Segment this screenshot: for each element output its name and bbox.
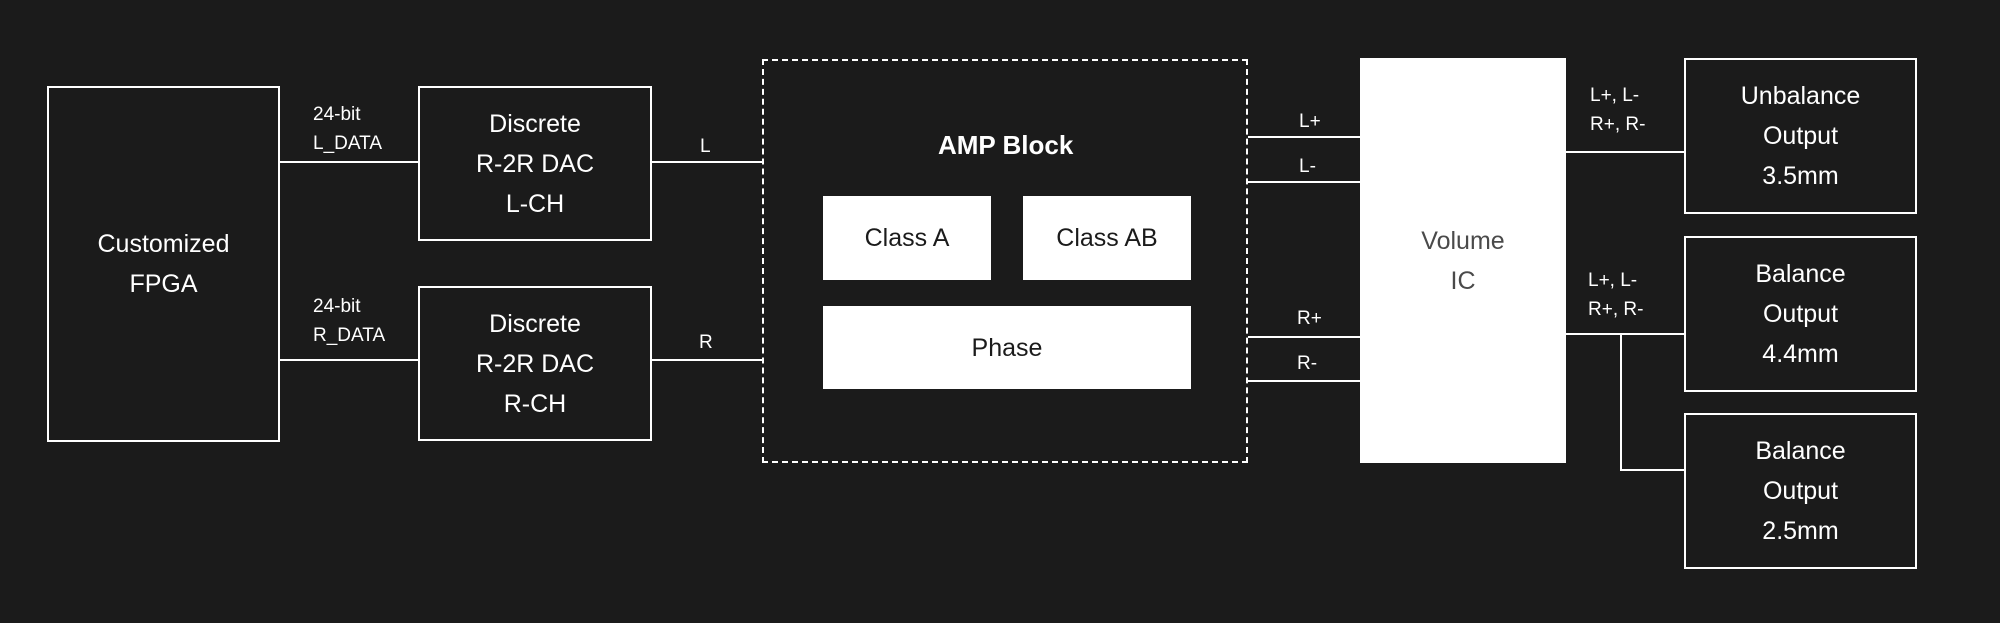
amp-output-l-plus-label: L+: [1299, 111, 1321, 132]
output-unbalance-line3: 3.5mm: [1762, 162, 1839, 190]
volume-ic-line2: IC: [1450, 266, 1476, 295]
bus-left-width: 24-bit: [313, 104, 361, 125]
dac-right-line2: R-2R DAC: [475, 349, 595, 378]
output-balance-25-line1: Balance: [1755, 437, 1846, 465]
dac-right-line1: Discrete: [489, 309, 581, 338]
amp-input-right-label: R: [699, 332, 713, 353]
output-balance-25-line3: 2.5mm: [1762, 517, 1839, 545]
amp-block-title: AMP Block: [938, 130, 1074, 160]
output-unbalance-line1: Unbalance: [1740, 82, 1861, 110]
bus-right-name: R_DATA: [313, 325, 386, 346]
amp-input-left-label: L: [700, 136, 711, 157]
dac-left-line2: R-2R DAC: [475, 149, 595, 178]
amp-block: [762, 59, 1248, 463]
output-unbalance-line2: Output: [1762, 122, 1839, 150]
wire-balance-branch-25: [1620, 334, 1684, 471]
signals-balance-label: L+, L- R+, R-: [1588, 266, 1643, 324]
amp-output-l-minus-label: L-: [1299, 156, 1316, 177]
signals-balance-line1: L+, L-: [1588, 270, 1638, 291]
signals-unbalance-line1: L+, L-: [1590, 85, 1640, 106]
signals-unbalance-line2: R+, R-: [1590, 114, 1646, 135]
dac-right-block: Discrete R-2R DAC R-CH: [418, 286, 652, 441]
class-a-block: Class A: [823, 196, 991, 280]
output-balance-44-line2: Output: [1762, 300, 1839, 328]
output-balance-44-block: Balance Output 4.4mm: [1684, 236, 1917, 392]
fpga-label-line1: Customized: [97, 230, 230, 258]
fpga-block: Customized FPGA: [47, 86, 280, 442]
dac-left-line3: L-CH: [505, 189, 565, 218]
class-ab-block: Class AB: [1023, 196, 1191, 280]
signals-balance-line2: R+, R-: [1588, 299, 1644, 320]
signals-unbalance-label: L+, L- R+, R-: [1590, 81, 1645, 139]
output-unbalance-35-block: Unbalance Output 3.5mm: [1684, 58, 1917, 214]
bus-right-width: 24-bit: [313, 296, 361, 317]
bus-left-label: 24-bit L_DATA: [313, 100, 382, 158]
phase-block: Phase: [823, 306, 1191, 389]
dac-left-block: Discrete R-2R DAC L-CH: [418, 86, 652, 241]
amp-output-r-plus-label: R+: [1297, 308, 1322, 329]
amp-output-r-minus-label: R-: [1297, 353, 1318, 374]
output-balance-25-block: Balance Output 2.5mm: [1684, 413, 1917, 569]
output-balance-44-line3: 4.4mm: [1762, 340, 1839, 368]
dac-right-line3: R-CH: [503, 389, 567, 418]
bus-left-name: L_DATA: [313, 133, 382, 154]
volume-ic-block: Volume IC: [1360, 58, 1566, 463]
output-balance-44-line1: Balance: [1755, 260, 1846, 288]
fpga-label-line2: FPGA: [129, 270, 198, 298]
dac-left-line1: Discrete: [489, 109, 581, 138]
volume-ic-line1: Volume: [1421, 226, 1505, 255]
bus-right-label: 24-bit R_DATA: [313, 292, 385, 350]
output-balance-25-line2: Output: [1762, 477, 1839, 505]
